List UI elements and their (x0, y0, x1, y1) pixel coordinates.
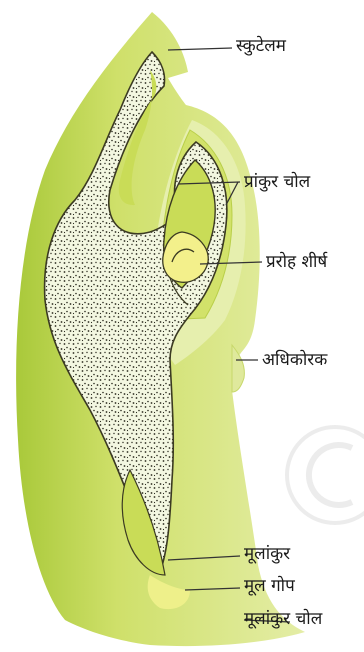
label-shoot-apex: प्ररोह शीर्ष (266, 252, 327, 272)
label-radicle: मूलांकुर (244, 544, 290, 564)
label-coleorhiza: मूलांकुर चोल (244, 609, 322, 629)
watermark (287, 427, 364, 523)
label-scutellum: स्कुटेलम (236, 36, 286, 56)
label-coleoptile: प्रांकुर चोल (244, 172, 310, 192)
label-root-cap: मूल गोप (244, 576, 295, 596)
label-epiblast: अधिकोरक (262, 350, 327, 370)
